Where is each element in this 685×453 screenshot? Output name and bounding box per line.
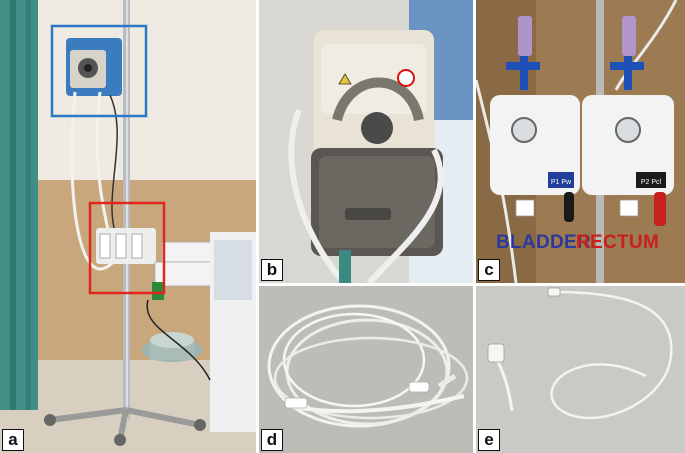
- transducer-highlight-box: [88, 201, 166, 295]
- panel-e-photo: e: [476, 286, 685, 453]
- bladder-caption: BLADDER: [496, 232, 591, 253]
- iv-pole-scene: [0, 0, 256, 453]
- panel-c-photo: P1 Pw P2 Pcl BLADDER RECTUM c: [476, 0, 685, 283]
- rectum-caption: RECTUM: [576, 232, 660, 253]
- panel-a-photo: a: [0, 0, 256, 453]
- panel-d-photo: d: [259, 286, 473, 453]
- panel-label-c: c: [478, 259, 500, 281]
- panel-label-d: d: [261, 429, 283, 451]
- pressure-transducers: P1 Pw P2 Pcl: [476, 0, 685, 283]
- panel-b-photo: b: [259, 0, 473, 283]
- panel-label-e: e: [478, 429, 500, 451]
- panel-label-b: b: [261, 259, 283, 281]
- tubing-set-e: [476, 286, 685, 453]
- pump-highlight-box: [50, 24, 148, 118]
- transducer-tag-2: P2 Pcl: [641, 179, 662, 186]
- tubing-set-d: [259, 286, 473, 453]
- panel-label-a: a: [2, 429, 24, 451]
- transducer-tag-1: P1 Pw: [551, 179, 572, 186]
- peristaltic-pump-closeup: [259, 0, 473, 283]
